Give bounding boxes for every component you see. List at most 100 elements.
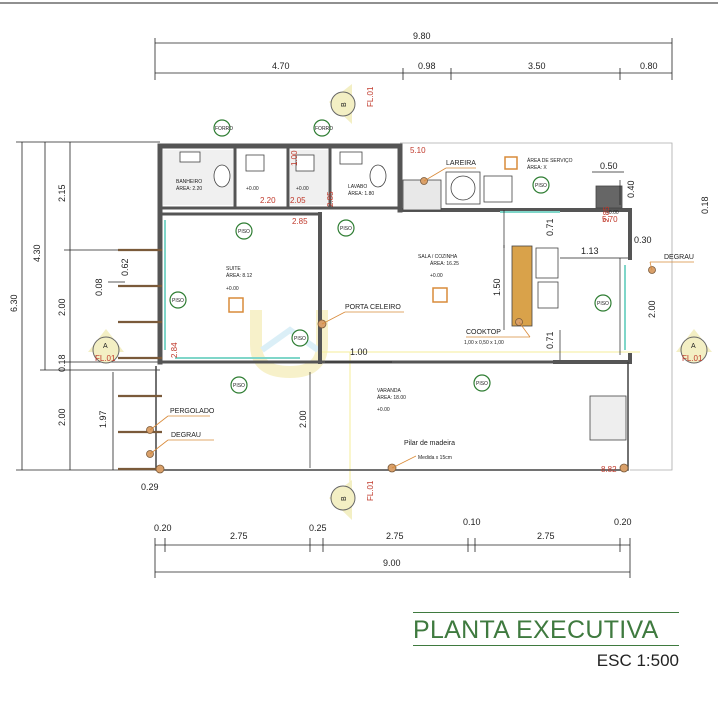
room-banheiro-name: BANHEIRO [176,179,202,185]
callout-degrau-right: DEGRAU [664,254,694,261]
room-banheiro-area: ÁREA: 2.20 [176,185,202,192]
tag-floor-8: PISO [294,336,306,342]
section-a-letter: A [103,343,108,350]
plan-scale: ESC 1:500 [596,651,679,670]
callout-pergolado: PERGOLADO [170,408,215,415]
dim-bottom-6: 2.75 [537,531,555,541]
callout-cooktop-note: 1,00 x 0,50 x 1,00 [464,340,504,346]
kitchen-fixtures [402,171,627,441]
dim-corner: 8.82 [601,465,617,474]
dim-left-mid: 2.00 [57,298,67,316]
inner-dim-lines [309,171,628,468]
dim-tank-h: 0.40 [626,180,636,198]
dim-left-top: 2.15 [57,184,67,202]
bottom-dimensions [154,538,631,578]
room-lavabo-name: LAVABO [348,184,367,190]
wood-columns [146,177,656,474]
section-b-letter: B [341,102,348,107]
tag-floor-2: PISO [340,226,352,232]
floor-markers [228,156,518,313]
section-a-sheet: FL.01 [95,354,116,363]
section-marker-b-top: B FL.01 [329,84,375,124]
top-dimensions [154,38,673,80]
dim-right-b: 1.13 [581,246,599,256]
dim-right-c: 0.71 [545,218,555,236]
callout-lareira: LAREIRA [446,160,476,167]
dim-wall-c: 2.85 [292,217,308,226]
dim-wall-g: 2.84 [170,342,179,358]
dim-left-overall: 6.30 [9,294,19,312]
bathroom-fixtures [179,151,387,188]
room-lavabo-area: ÁREA: 1.80 [348,190,374,197]
dim-left-outer: 4.30 [32,244,42,262]
left-dimensions [16,141,160,471]
room-servico-area: ÁREA: X [527,164,547,171]
dim-edge: 0.18 [700,196,710,214]
section-b-letter-2: B [341,496,348,501]
tag-floor-1: PISO [238,229,250,235]
dim-wall-a: 2.20 [260,196,276,205]
dim-top-4: 0.80 [640,61,658,71]
callout-degrau-left: DEGRAU [171,432,201,439]
glass-panels [164,211,626,359]
building-walls [157,143,632,365]
dim-wall-h: 5.70 [602,215,618,224]
section-marker-a-left: A FL.01 [88,329,124,364]
section-b-sheet-2: FL.01 [366,480,375,501]
dim-left-bottom: 2.00 [57,408,67,426]
dim-veranda-width: 2.00 [298,410,308,428]
dim-wall-i: 2.85 [602,206,611,222]
level-lavabo: +0.00 [296,186,309,192]
tag-floor-6: PISO [233,383,245,389]
room-servico-name: ÁREA DE SERVIÇO [527,157,573,164]
callout-pilar: Pilar de madeira [404,440,455,447]
section-a-letter-2: A [691,343,696,350]
pergola-beams [118,248,162,471]
dim-pergola-b: 0.08 [94,278,104,296]
section-marker-b-bottom: B FL.01 [329,480,375,520]
tag-ceiling-2: FORRO [315,126,333,132]
dim-bottom-7: 0.20 [614,517,632,527]
room-suite-area: ÁREA: 8.12 [226,272,252,279]
dim-pergola-a: 0.62 [120,258,130,276]
tag-floor-7: PISO [476,381,488,387]
room-suite-name: SUITE [226,266,241,272]
dim-pergola-bottom: 0.29 [141,482,159,492]
room-sala-area: ÁREA: 16.25 [430,260,459,267]
room-varanda-area: ÁREA: 18.00 [377,394,406,401]
level-servico: +0.00 [606,210,619,216]
dim-tank-w: 0.50 [600,161,618,171]
dim-bottom-3: 0.25 [309,523,327,533]
dim-wall-b: 2.05 [290,196,306,205]
veranda-outline [155,362,629,471]
dim-left-small: 0.18 [57,354,67,372]
dim-door-gap: 1.00 [350,347,368,357]
title-rule-bottom [413,645,679,646]
dim-bottom-4: 2.75 [386,531,404,541]
dim-bottom-overall: 9.00 [383,558,401,568]
dim-wall-e: 1.00 [290,150,299,166]
dim-right-a: 0.30 [634,235,652,245]
tag-floor-5: PISO [597,301,609,307]
callout-porta-celeiro: PORTA CELEIRO [345,304,401,311]
tag-ceiling-1: FORRO [215,126,233,132]
dim-top-overall: 9.80 [413,31,431,41]
tag-floor-4: PISO [172,298,184,304]
dim-counter: 1.50 [492,278,502,296]
title-rule-top [413,612,679,613]
dim-right-e: 0.71 [545,331,555,349]
dim-left-veranda: 1.97 [98,410,108,428]
room-varanda-name: VARANDA [377,388,401,394]
level-varanda: +0.00 [377,407,390,413]
dim-bottom-2: 2.75 [230,531,248,541]
level-suite: +0.00 [226,286,239,292]
plan-title: PLANTA EXECUTIVA [413,616,659,644]
tag-bubbles [169,119,612,394]
section-a-sheet-2: FL.01 [682,354,703,363]
dim-wall-d: 2.85 [326,191,335,207]
dim-wall-f: 5.10 [410,146,426,155]
room-sala-name: SALA / COZINHA [418,254,458,260]
dim-bottom-5: 0.10 [463,517,481,527]
section-marker-a-right: A FL.01 [676,329,712,364]
